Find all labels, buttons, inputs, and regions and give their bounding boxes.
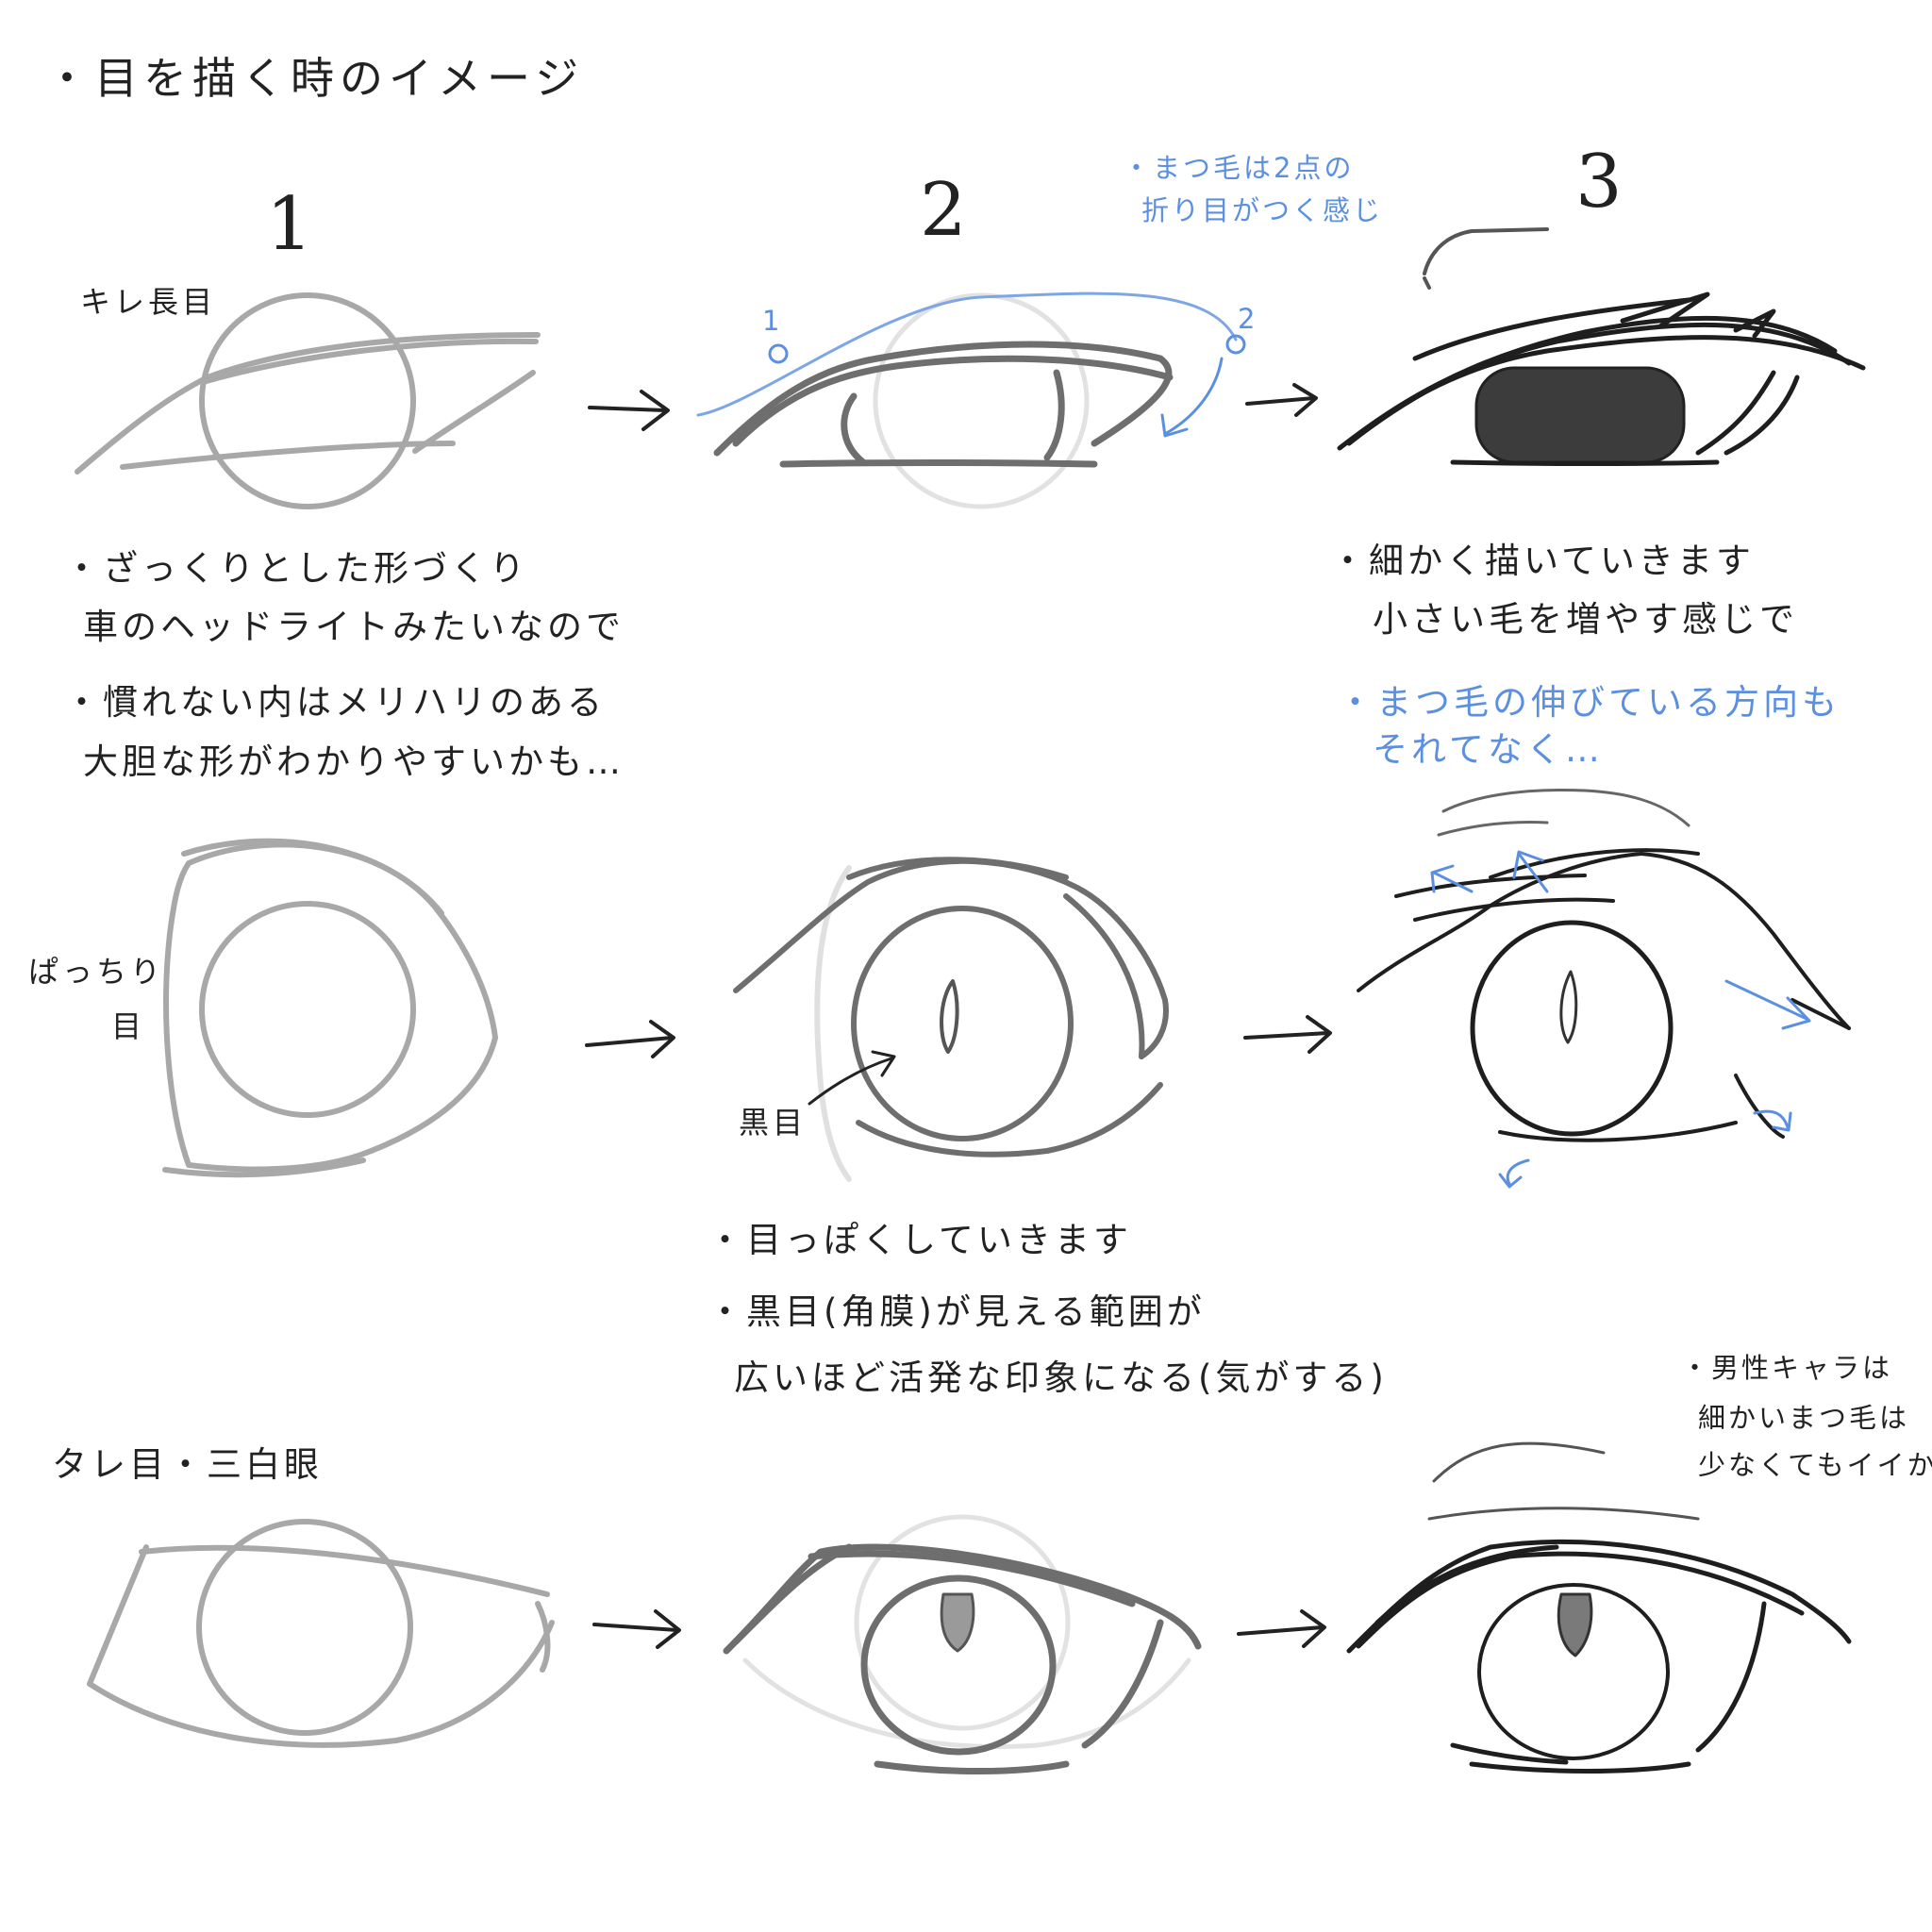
row3-step1-sketch	[87, 1519, 555, 1748]
arrow-right-icon	[1243, 1015, 1332, 1054]
row1-right-note-blue-1: ・まつ毛の伸びている方向も	[1338, 682, 1840, 723]
guide-circle	[199, 901, 416, 1118]
row3-right-note-1: ・男性キャラは	[1681, 1352, 1893, 1384]
upper-lid-line	[139, 1544, 550, 1597]
guide-circle	[196, 1519, 413, 1736]
row2-step1-sketch	[162, 838, 498, 1178]
iris-dark	[1474, 366, 1686, 464]
row1-right-note-2: 小さい毛を増やす感じで	[1373, 599, 1798, 640]
row2-step3-sketch	[1357, 789, 1851, 1189]
step-number-1: 1	[266, 182, 313, 267]
row3-step2-sketch	[723, 1514, 1202, 1774]
arrow-right-icon	[585, 1020, 675, 1058]
row3-right-note-3: 少なくてもイイかも	[1698, 1449, 1932, 1481]
curve-arrow-icon	[1163, 357, 1224, 436]
upper-lid-line-2	[200, 338, 539, 385]
faint-guide-circle	[873, 292, 1090, 509]
row2-note-3: 広いほど活発な印象になる(気がする)	[734, 1357, 1388, 1398]
row1-note-2: 車のヘッドライトみたいなので	[83, 607, 625, 647]
row1-step1-sketch	[75, 292, 541, 509]
fold-point-2	[1225, 334, 1246, 355]
arrow-right-icon	[592, 1609, 681, 1649]
row1-label: キレ長目	[80, 284, 217, 320]
fold-point-label-2: 2	[1238, 303, 1258, 335]
iris-pointer-label: 黒目	[739, 1105, 808, 1141]
outer-corner-line	[412, 370, 536, 454]
row1-note-3: ・慣れない内はメリハリのある	[64, 682, 606, 723]
arrow-right-icon	[1245, 383, 1318, 417]
row2-label-line1: ぱっちり	[28, 954, 165, 990]
pointer-line	[808, 1057, 893, 1106]
lower-lid-line	[120, 441, 456, 470]
step-number-3: 3	[1575, 140, 1623, 225]
direction-arrows	[1430, 850, 1811, 1189]
page-title: ・目を描く時のイメージ	[45, 53, 585, 104]
row3-label: タレ目・三白眼	[52, 1444, 323, 1485]
row3-right-note-2: 細かいまつ毛は	[1698, 1402, 1910, 1434]
row1-right-note-blue-2: それてなく…	[1373, 729, 1604, 770]
arrow-right-icon	[588, 390, 670, 431]
row1-right-note-1: ・細かく描いていきます	[1330, 541, 1755, 581]
fold-point-label-1: 1	[762, 305, 783, 337]
row1-step2-sketch	[696, 291, 1246, 509]
row1-note-1: ・ざっくりとした形づくり	[64, 548, 528, 589]
row1-annotation-line2: 折り目がつく感じ	[1141, 194, 1384, 226]
inner-corner-line	[87, 1544, 149, 1687]
eyebrow-line	[1423, 227, 1549, 275]
row2-note-2: ・黒目(角膜)が見える範囲が	[708, 1291, 1206, 1332]
step-number-2: 2	[920, 168, 967, 253]
row1-annotation-line1: ・まつ毛は2点の	[1123, 152, 1355, 184]
upper-lid-line	[75, 332, 541, 475]
lower-lid-line	[87, 1620, 555, 1748]
lash-fold-guide	[696, 291, 1238, 417]
row2-step2-sketch	[733, 857, 1169, 1182]
row1-step3-sketch	[1337, 227, 1866, 466]
arrow-right-icon	[1237, 1609, 1326, 1648]
eye-outline-triangle	[163, 841, 498, 1173]
row2-note-1: ・目っぽくしていきます	[708, 1220, 1132, 1260]
highlight-shape	[940, 979, 959, 1054]
guide-circle	[199, 292, 416, 509]
row2-label-line2: 目	[111, 1008, 146, 1044]
row1-note-4: 大胆な形がわかりやすいかも…	[83, 741, 625, 782]
fold-point-1	[768, 343, 789, 364]
row3-step3-sketch	[1346, 1441, 1852, 1774]
